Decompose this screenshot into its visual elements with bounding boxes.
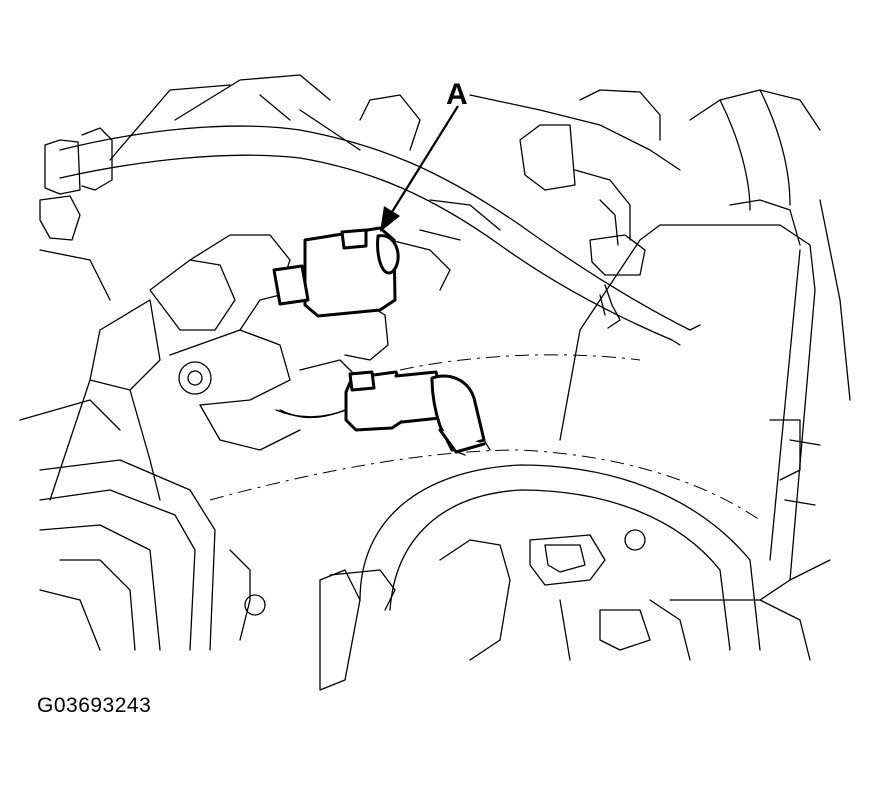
- lower-right-block: [439, 529, 831, 661]
- intake-housing: [559, 89, 851, 601]
- harness-wire-b: [451, 439, 491, 456]
- lower-pipes: [39, 459, 761, 691]
- engine-center-line: [209, 449, 761, 521]
- callout-label-a: A: [446, 78, 468, 111]
- engine-structure: [19, 74, 821, 501]
- callout-arrow: [380, 105, 459, 232]
- figure-id: G03693243: [37, 694, 152, 717]
- upper-hose: [39, 125, 701, 346]
- engine-center-line-upper: [399, 354, 641, 371]
- harness-wire: [275, 409, 347, 418]
- lower-connector: [344, 370, 486, 454]
- connector-a: [272, 226, 400, 318]
